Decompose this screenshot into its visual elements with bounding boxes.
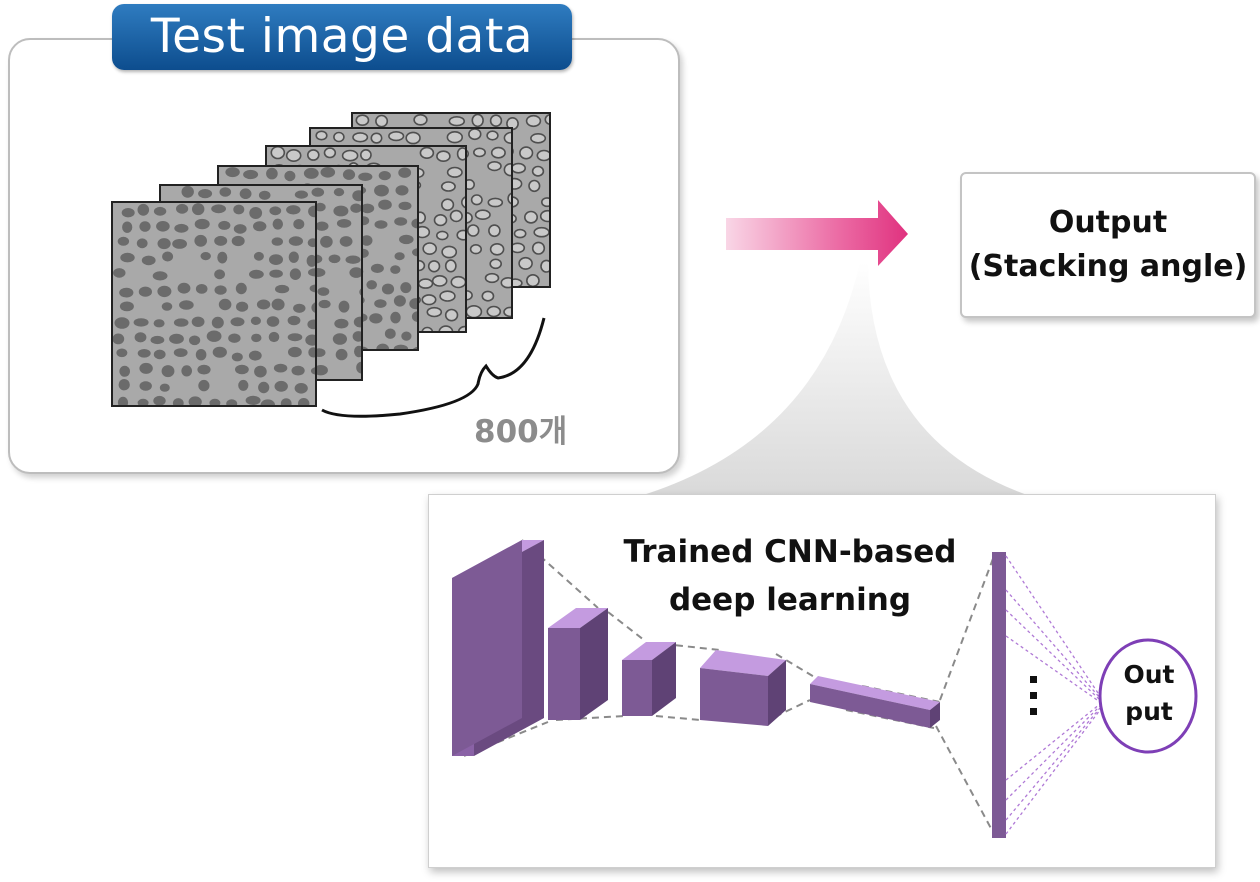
output-subtitle: (Stacking angle) [968,249,1248,284]
count-brace [321,317,546,418]
conv-layer-1-face [452,540,522,756]
ellipsis-icon [1030,676,1037,715]
fc-connections [1005,555,1101,835]
output-box: Output (Stacking angle) [960,172,1256,318]
image-count-label: 800개 [474,414,568,450]
flow-arrow [726,200,908,266]
test-image-title: Test image data [112,4,572,70]
zoom-funnel [640,262,1030,496]
conv-layer-3 [622,642,676,716]
conv-layer-2 [548,608,608,720]
conv-layer-5 [810,676,940,728]
test-image-frame-6 [111,201,317,407]
conv-layer-4 [700,650,786,726]
output-node [1098,638,1198,754]
output-node-line1: Out [1123,660,1175,689]
output-title: Output [1048,205,1168,240]
output-node-label: Out put [1104,656,1194,730]
output-node-line2: put [1125,697,1173,726]
cnn-title-line2: deep learning [668,582,912,618]
cnn-title-line1: Trained CNN-based [623,534,957,570]
cnn-title: Trained CNN-based deep learning [600,528,980,624]
fc-layer [992,552,1006,838]
